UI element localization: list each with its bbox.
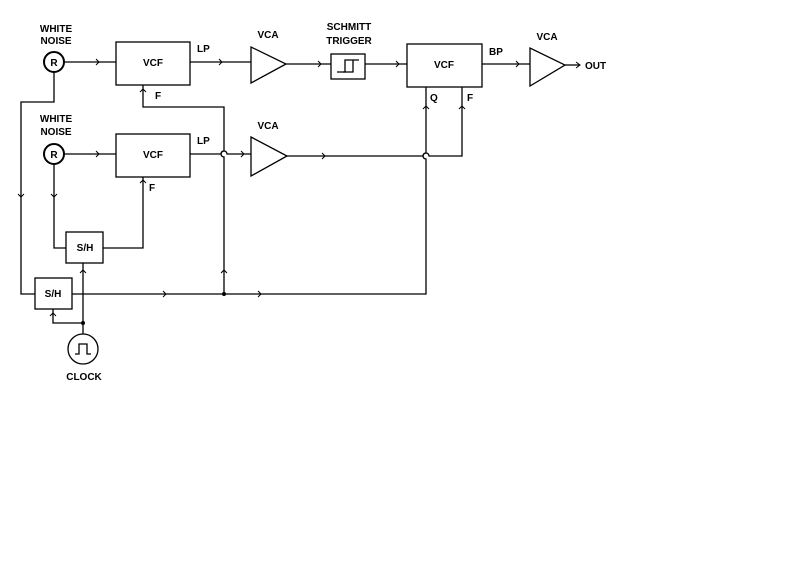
clock-label: CLOCK (66, 372, 102, 383)
arrow-right-icon (575, 61, 581, 69)
wire-noise1-sh2 (20, 73, 55, 295)
arrow-up-icon (139, 88, 147, 93)
vca-block-3[interactable]: VCA OUT (529, 32, 606, 88)
vca1-label: VCA (257, 30, 278, 41)
pulse-wave-icon (75, 343, 91, 355)
amplifier-triangle-icon (250, 135, 289, 178)
noise2-title-line2: NOISE (40, 127, 71, 138)
arrow-right-icon (395, 60, 400, 68)
clock-source[interactable]: CLOCK (66, 333, 103, 383)
output-label: OUT (585, 61, 606, 72)
sh2-label: S/H (45, 289, 62, 300)
sh1-label: S/H (77, 243, 94, 254)
vcf-block-3[interactable]: VCF BP Q F (406, 43, 503, 104)
arrowheads (17, 58, 581, 317)
sh1-box (65, 231, 104, 264)
vcf1-box (115, 41, 191, 86)
arrow-down-icon (17, 193, 25, 198)
arrow-right-icon (95, 150, 100, 158)
sh2-box (34, 277, 73, 310)
arrow-up-icon (79, 269, 87, 274)
vcf1-f-label: F (155, 91, 161, 102)
vcf3-q-label: Q (430, 93, 438, 104)
junction-dot (222, 292, 226, 296)
vcf3-label: VCF (434, 60, 454, 71)
noise1-title-line1: WHITE (40, 24, 73, 35)
vcf3-box (406, 43, 483, 88)
schmitt-title-line2: TRIGGER (326, 36, 372, 47)
arrow-up-icon (49, 312, 57, 317)
arrow-down-icon (50, 193, 58, 198)
vcf-block-2[interactable]: VCF LP F (115, 133, 210, 194)
junction-dot (81, 321, 85, 325)
clock-circle (67, 333, 99, 365)
wire-noise2-sh1 (53, 164, 66, 249)
vca-block-2[interactable]: VCA (250, 121, 289, 178)
noise1-symbol: R (50, 58, 58, 69)
vcf2-box (115, 133, 191, 178)
vcf1-label: VCF (143, 58, 163, 69)
arrow-right-icon (321, 152, 326, 160)
noise-source-icon (43, 143, 65, 165)
white-noise-source-1[interactable]: WHITE NOISE R (40, 24, 73, 73)
schmitt-trigger-block[interactable]: SCHMITT TRIGGER (326, 22, 373, 80)
wire-sh2-vcf1-f (142, 85, 225, 294)
vca2-label: VCA (257, 121, 278, 132)
wire-sh1-vcf2-f (103, 177, 144, 249)
hysteresis-icon (337, 59, 359, 73)
sample-hold-block-1[interactable]: S/H (65, 231, 104, 264)
arrow-up-icon (458, 105, 466, 110)
arrow-right-icon (515, 60, 520, 68)
arrow-right-icon (257, 290, 262, 298)
vcf3-f-label: F (467, 93, 473, 104)
arrow-right-icon (95, 58, 100, 66)
amplifier-triangle-icon (250, 45, 288, 85)
arrow-right-icon (162, 290, 167, 298)
vcf1-lp-label: LP (197, 44, 210, 55)
arrow-up-icon (220, 269, 228, 274)
vcf2-f-label: F (149, 183, 155, 194)
wire-clock-sh2 (52, 309, 83, 324)
sample-hold-block-2[interactable]: S/H (34, 277, 73, 310)
vca3-label: VCA (536, 32, 557, 43)
arrow-right-icon (317, 60, 322, 68)
hysteresis-icon (343, 60, 354, 73)
vcf3-bp-label: BP (489, 47, 503, 58)
noise2-title-line1: WHITE (40, 114, 73, 125)
arrow-up-icon (139, 179, 147, 184)
wire-sh2-vcf3-q (72, 87, 427, 295)
arrow-right-icon (240, 150, 245, 158)
schmitt-title-line1: SCHMITT (327, 22, 371, 33)
arrow-up-icon (422, 105, 430, 110)
schmitt-box (330, 53, 366, 80)
amplifier-triangle-icon (529, 46, 567, 88)
arrow-right-icon (218, 58, 223, 66)
noise-source-icon (43, 51, 65, 73)
vca-block-1[interactable]: VCA (250, 30, 288, 85)
vcf2-lp-label: LP (197, 136, 210, 147)
white-noise-source-2[interactable]: WHITE NOISE R (40, 114, 73, 165)
vcf2-label: VCF (143, 150, 163, 161)
wires (20, 61, 580, 334)
noise1-title-line2: NOISE (40, 36, 71, 47)
noise2-symbol: R (50, 150, 58, 161)
vcf-block-1[interactable]: VCF LP F (115, 41, 210, 102)
